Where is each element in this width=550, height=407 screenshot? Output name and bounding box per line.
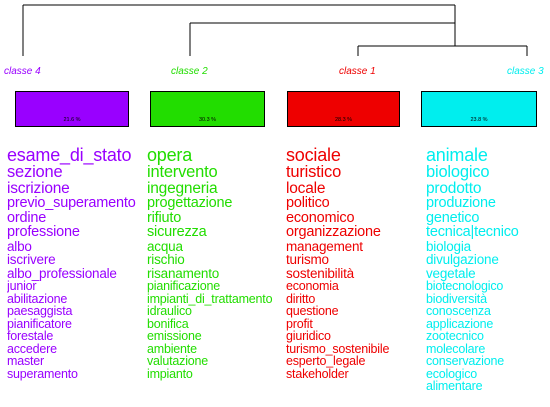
word-item: sezione (7, 163, 63, 181)
word-item: iscrivere (7, 252, 56, 267)
word-item: rifiuto (147, 209, 182, 226)
word-item: previo_superamento (7, 195, 136, 211)
word-item: organizzazione (286, 224, 381, 240)
word-item: vegetale (426, 265, 476, 281)
word-item: superamento (7, 366, 78, 381)
class-label: classe 4 (4, 66, 41, 77)
word-item: management (286, 238, 363, 254)
word-item: stakeholder (286, 366, 349, 381)
word-item: ordine (7, 209, 47, 226)
word-item: economico (286, 209, 355, 226)
word-item: albo_professionale (7, 265, 117, 281)
word-item: economia (286, 279, 339, 293)
word-item: risanamento (147, 265, 220, 281)
word-item: accedere (7, 341, 57, 356)
class-box: 30.3 % (150, 91, 265, 127)
word-item: turismo_sostenibile (286, 341, 390, 356)
word-item: impianto (147, 366, 193, 381)
word-item: iscrizione (7, 179, 70, 197)
word-item: idraulico (147, 304, 192, 318)
word-item: sostenibilità (286, 265, 354, 281)
word-item: junior (7, 279, 37, 293)
word-item: sicurezza (147, 224, 207, 240)
word-item: paesaggista (7, 304, 73, 318)
word-item: ingegneria (147, 179, 218, 197)
class-box: 21.6 % (15, 91, 129, 127)
word-item: biologia (426, 238, 471, 254)
word-item: impianti_di_trattamento (147, 291, 273, 306)
word-item: progettazione (147, 195, 233, 211)
word-item: esame_di_stato (7, 146, 132, 165)
word-item: acqua (147, 238, 183, 254)
word-item: diritto (286, 291, 316, 306)
word-item: forestale (7, 329, 54, 343)
word-item: abilitazione (7, 291, 68, 306)
word-item: profit (286, 316, 313, 331)
class-percent: 30.3 % (198, 117, 217, 123)
word-item: genetico (426, 209, 480, 226)
word-item: esperto_legale (286, 354, 366, 368)
word-item: professione (7, 224, 80, 240)
word-item: applicazione (426, 316, 494, 331)
word-item: turismo (286, 252, 329, 267)
word-item: biotecnologico (426, 279, 504, 293)
word-item: molecolare (426, 341, 486, 356)
word-item: emissione (147, 329, 202, 343)
word-item: sociale (286, 146, 341, 165)
word-item: pianificatore (7, 316, 72, 331)
word-item: divulgazione (426, 252, 499, 267)
word-item: intervento (147, 163, 218, 181)
word-item: albo (7, 238, 32, 254)
word-item: opera (147, 146, 193, 165)
word-item: biodiversità (426, 291, 487, 306)
word-item: turistico (286, 163, 342, 181)
word-item: zootecnico (426, 329, 484, 343)
class-label: classe 2 (171, 66, 208, 77)
class-percent: 23.8 % (470, 117, 488, 123)
word-item: conoscenza (426, 304, 491, 318)
class-label: classe 1 (339, 66, 376, 77)
class-label: classe 3 (507, 66, 544, 77)
word-item: tecnica|tecnico (426, 224, 519, 240)
word-item: biologico (426, 163, 490, 181)
word-item: giuridico (286, 329, 331, 343)
class-box: 23.8 % (421, 91, 537, 127)
word-item: questione (286, 304, 339, 318)
class-box: 28.3 % (287, 91, 400, 127)
class-percent: 28.3 % (334, 117, 353, 123)
class-percent: 21.6 % (63, 117, 81, 123)
word-item: politico (286, 195, 330, 211)
word-item: locale (286, 179, 326, 197)
word-item: ecologico (426, 366, 478, 381)
word-item: produzione (426, 195, 496, 211)
word-item: pianificazione (147, 279, 220, 293)
word-item: bonifica (147, 316, 189, 331)
word-item: master (7, 354, 45, 368)
word-item: ambiente (147, 341, 197, 356)
word-item: animale (426, 146, 488, 165)
word-item: alimentare (426, 379, 483, 393)
word-item: rischio (147, 252, 185, 267)
word-item: conservazione (426, 354, 505, 368)
word-item: valutazione (147, 354, 209, 368)
word-item: prodotto (426, 179, 482, 197)
